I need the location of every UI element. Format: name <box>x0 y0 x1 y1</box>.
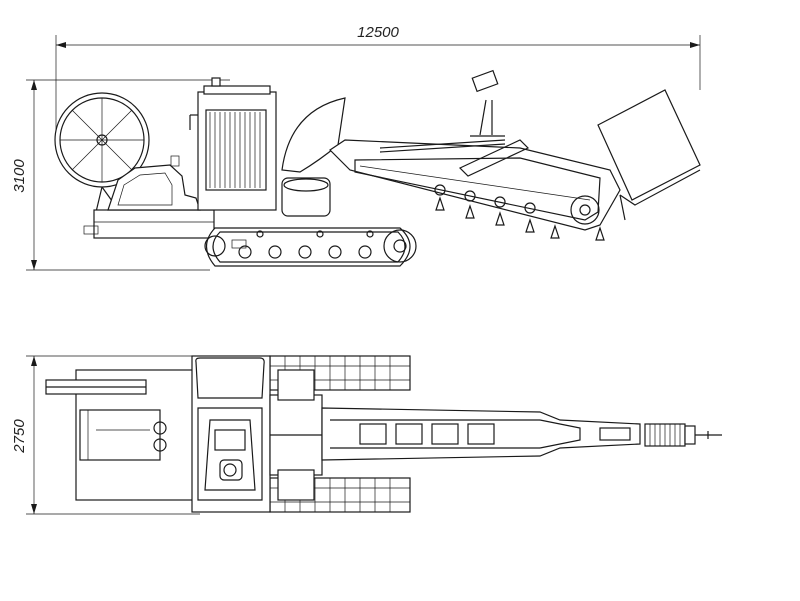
spoil-plate <box>597 89 701 221</box>
chassis-frame <box>93 209 215 239</box>
crawler-track <box>204 227 417 267</box>
mid-section-top <box>269 369 323 501</box>
trencher-boom-top <box>321 407 722 461</box>
trencher-boom <box>329 139 621 241</box>
engine-block <box>189 77 277 211</box>
dimension-height: 3100 <box>11 79 230 271</box>
top-view <box>45 355 722 513</box>
main-body-top <box>191 355 271 513</box>
cable-drum <box>54 92 150 213</box>
width-label: 2750 <box>11 419 28 454</box>
hydraulic-tank <box>281 177 331 217</box>
side-view <box>54 69 701 267</box>
dimension-width: 2750 <box>11 355 200 515</box>
dimension-length: 12500 <box>55 24 701 130</box>
length-label: 12500 <box>357 24 399 41</box>
boom-mast <box>470 69 505 137</box>
cable-drum-top <box>45 369 197 501</box>
height-label: 3100 <box>11 159 28 193</box>
fender-shield <box>281 97 346 173</box>
